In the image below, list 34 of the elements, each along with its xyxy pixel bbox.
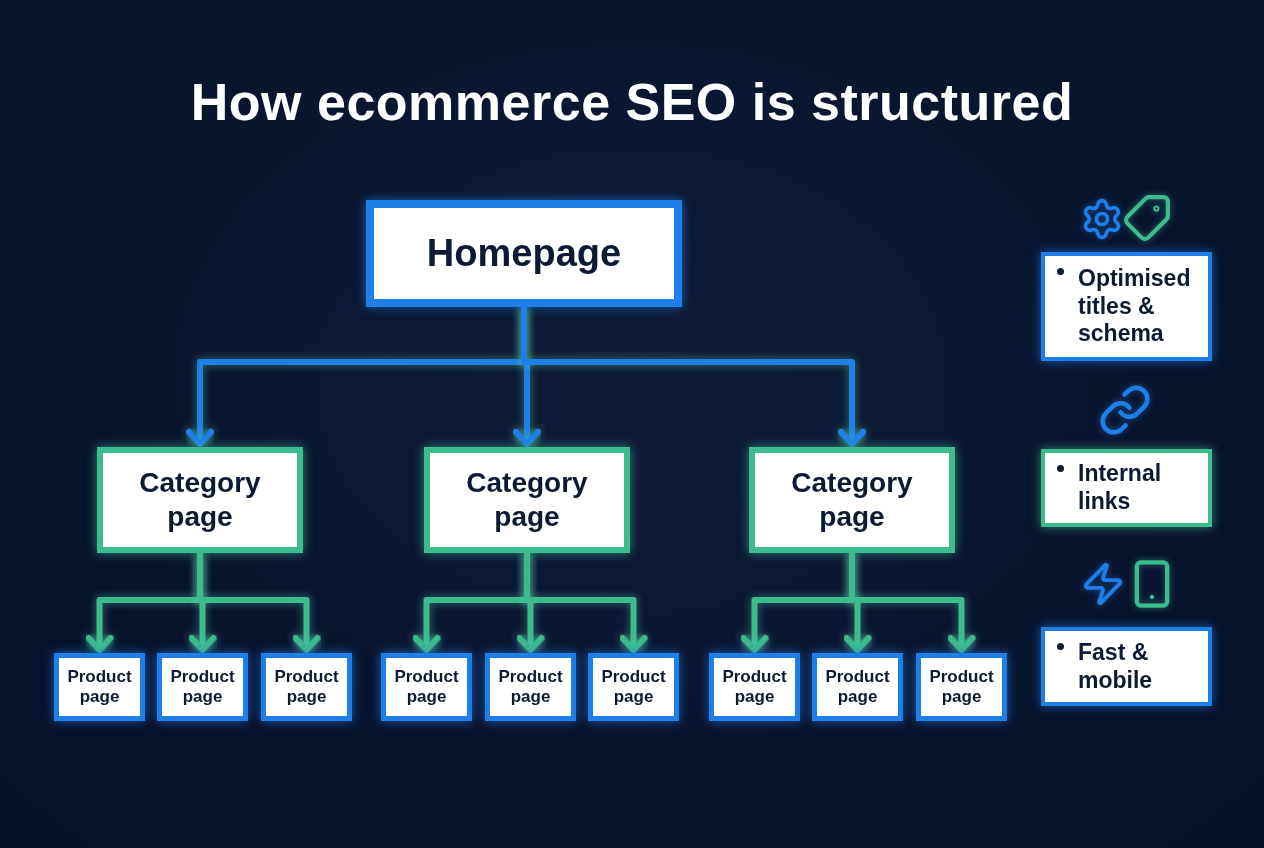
page-box [381, 653, 472, 721]
node-label: Category page [465, 466, 589, 534]
page-box [97, 447, 303, 553]
page-box [709, 653, 800, 721]
node-label: Product page [169, 666, 236, 708]
feature-box [1041, 627, 1212, 706]
node-label: Product page [824, 666, 891, 708]
node-label: Product page [66, 666, 133, 708]
feature-box [1041, 449, 1212, 527]
page-box [588, 653, 679, 721]
page-box [366, 200, 682, 307]
title: How ecommerce SEO is structured [189, 72, 1075, 132]
node-label: Product page [273, 666, 340, 708]
node-label: Product page [928, 666, 995, 708]
node-label: Category page [138, 466, 262, 534]
page-box [261, 653, 352, 721]
page-box [54, 653, 145, 721]
arrow [197, 553, 321, 653]
page-box [916, 653, 1007, 721]
feature-box [1041, 252, 1212, 361]
node-label: Internal links [1078, 460, 1163, 516]
page-box [157, 653, 248, 721]
node-label: Optimised titles & schema [1078, 265, 1192, 348]
page-box [485, 653, 576, 721]
page-box [749, 447, 955, 553]
node-label: Homepage [426, 230, 622, 276]
page-box [424, 447, 630, 553]
node-label: Product page [600, 666, 667, 708]
node-label: Product page [721, 666, 788, 708]
node-label: Category page [790, 466, 914, 534]
page-box [812, 653, 903, 721]
node-label: Product page [393, 666, 460, 708]
node-label: Fast & mobile [1078, 638, 1154, 695]
node-label: Product page [497, 666, 564, 708]
